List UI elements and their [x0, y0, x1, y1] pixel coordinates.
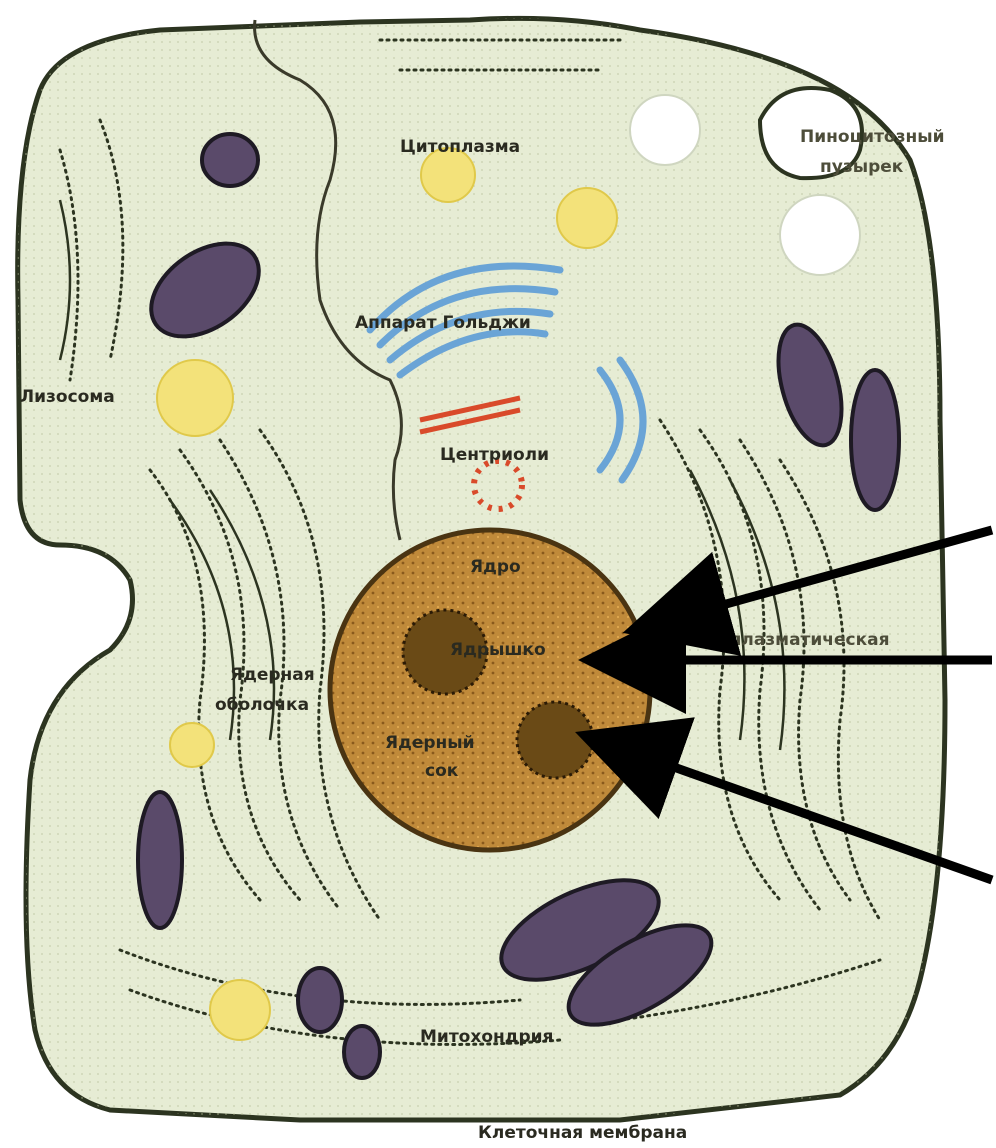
label-centrioles: Центриоли	[440, 445, 549, 465]
label-nuclear-sap-1: Ядерный	[385, 733, 475, 753]
label-pinocytic-vesicle-1: Пиноцитозный	[800, 127, 945, 147]
nuclear-envelope	[330, 530, 650, 850]
label-golgi: Аппарат Гольджи	[355, 313, 531, 333]
label-cytoplasm: Цитоплазма	[400, 137, 520, 157]
label-lysosome: Лизосома	[20, 387, 115, 407]
label-pinocytic-vesicle-2: пузырек	[820, 157, 904, 177]
vesicle-white-2	[780, 195, 860, 275]
nucleolus-2	[517, 702, 593, 778]
label-nuclear-sap-2: сок	[425, 761, 459, 781]
label-mitochondria: Митохондрия	[420, 1027, 553, 1047]
vesicle-white-1	[630, 95, 700, 165]
label-nuclear-envelope-2: оболочка	[215, 695, 309, 715]
label-nucleus: Ядро	[470, 557, 521, 577]
label-er: Эндоплазматическая	[680, 630, 890, 650]
label-nuclear-envelope-1: Ядерная	[230, 665, 315, 685]
label-nucleolus: Ядрышко	[450, 640, 546, 660]
label-cell-membrane: Клеточная мембрана	[478, 1123, 687, 1143]
